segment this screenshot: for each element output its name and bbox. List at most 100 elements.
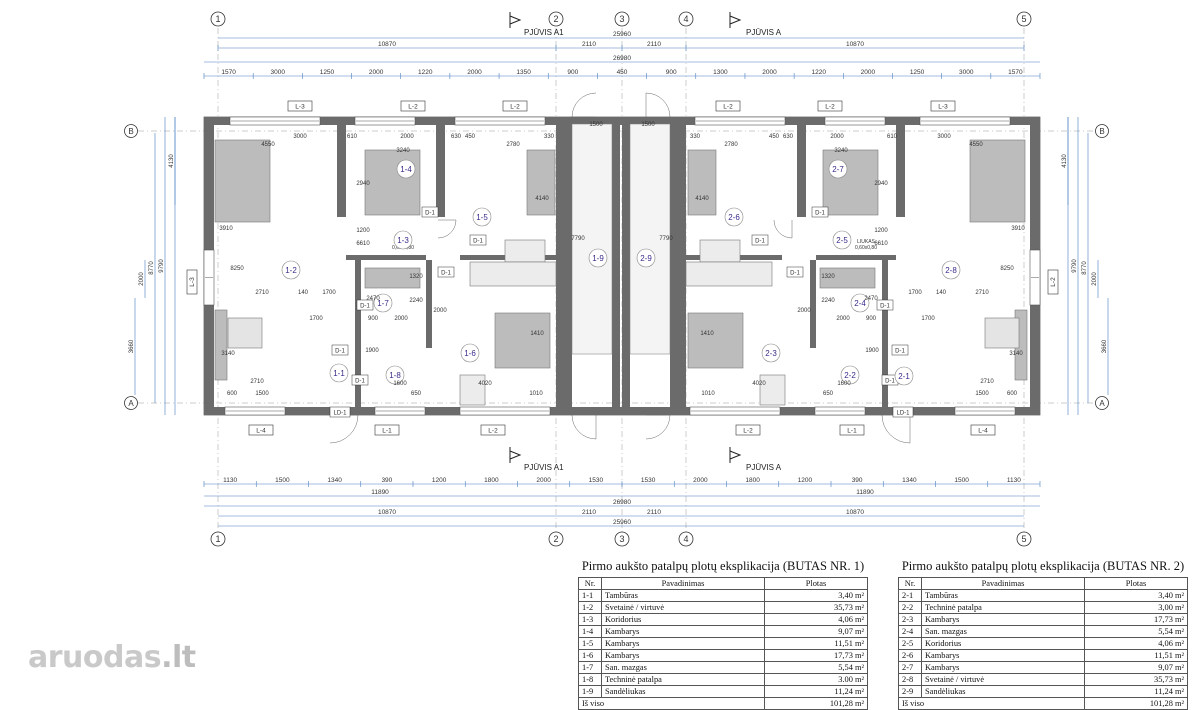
wardrobe <box>759 374 786 406</box>
inner-dim-label: 1700 <box>322 290 336 296</box>
door-tag <box>892 406 914 418</box>
furniture <box>494 312 551 369</box>
door-tag-label: D-1 <box>441 271 451 277</box>
wall <box>337 117 346 217</box>
room-area-cell: 11,51 m² <box>1084 649 1188 662</box>
door-tag-label: D-1 <box>880 304 890 310</box>
inner-dim-label: 1010 <box>529 391 543 397</box>
dim-label: 8770 <box>1082 261 1088 275</box>
furniture <box>214 309 228 381</box>
room-area-cell: 17,73 m² <box>764 649 868 662</box>
axis-bubble <box>678 531 694 547</box>
room-area-cell: 11,24 m² <box>1084 685 1188 698</box>
inner-dim-label: 1700 <box>908 290 922 296</box>
inner-dim-label: 1900 <box>365 348 379 354</box>
door-tag <box>811 206 829 218</box>
room-bubble <box>761 343 781 363</box>
dim-label: 2110 <box>582 509 596 516</box>
room-no-cell: 1-3 <box>578 613 602 626</box>
dim-label: 10870 <box>846 509 864 516</box>
door-tag-label: D-1 <box>355 379 365 385</box>
room-area-cell: 5,54 m² <box>1084 625 1188 638</box>
room-number: 2-6 <box>728 213 740 222</box>
col-header-name: Pavadinimas <box>601 577 765 590</box>
inner-dim-label: 2710 <box>980 379 994 385</box>
dim-label: 4130 <box>169 154 175 168</box>
window-tag <box>480 424 506 436</box>
dim-label: 11890 <box>371 489 389 496</box>
room-no-cell: 1-4 <box>578 625 602 638</box>
inner-dim-label: 7790 <box>659 236 673 242</box>
area-table-flat-1: Pirmo aukšto patalpų plotų eksplikacija … <box>578 555 868 710</box>
inner-dim-label: 630 <box>451 134 462 140</box>
dim-label: 3660 <box>129 339 135 353</box>
axis-bubble <box>124 396 138 410</box>
window-tag <box>400 100 426 112</box>
dim-label: 1340 <box>327 477 342 484</box>
dim-label: 1220 <box>418 69 433 76</box>
door-swing <box>571 414 597 440</box>
room-name-cell: Kambarys <box>601 637 765 650</box>
dim-label: 1130 <box>1007 477 1021 484</box>
room-no-cell: 2-5 <box>898 637 922 650</box>
axis-label: 4 <box>683 534 688 544</box>
room-no-cell: 1-2 <box>578 601 602 614</box>
room-area-cell: 3,00 m² <box>1084 601 1188 614</box>
inner-dim-label: 4020 <box>752 381 766 387</box>
inner-dim-label: 2000 <box>400 134 414 140</box>
window-tag-label: L-2 <box>743 428 753 435</box>
inner-dim-label: 1600 <box>837 381 851 387</box>
room-name-cell: Svetainė / virtuvė <box>921 673 1085 686</box>
inner-dim-label: 1410 <box>700 331 714 337</box>
room-no-cell: 1-1 <box>578 589 602 602</box>
section-arrow <box>729 15 742 25</box>
inner-dim-label: 3000 <box>937 134 951 140</box>
room-number: 1-4 <box>400 165 412 174</box>
axis-bubble <box>548 531 564 547</box>
dim-label: 2000 <box>369 69 384 76</box>
furniture <box>526 149 556 216</box>
inner-dim-label: 1010 <box>701 391 715 397</box>
area-table-flat-2: Pirmo aukšto patalpų plotų eksplikacija … <box>898 555 1188 710</box>
room-no-cell: 2-7 <box>898 661 922 674</box>
room-name-cell: Kambarys <box>921 661 1085 674</box>
wardrobe <box>504 239 546 263</box>
inner-dim-label: 8250 <box>230 266 244 272</box>
dim-label: 25960 <box>613 519 631 526</box>
wall <box>896 117 905 217</box>
window-tag <box>287 100 313 112</box>
door-tag-label: D-1 <box>790 271 800 277</box>
furniture <box>822 149 879 216</box>
dim-label: 900 <box>666 69 677 76</box>
inner-dim-label: 3240 <box>396 148 410 154</box>
window-tag-label: L-2 <box>408 104 418 111</box>
dim-label: 25960 <box>613 31 631 38</box>
room-area-cell: 3,40 m² <box>764 589 868 602</box>
room-number: 1-8 <box>389 371 401 380</box>
window-tag-label: L-2 <box>1050 277 1057 287</box>
inner-dim-label: 450 <box>465 134 476 140</box>
room-bubble <box>724 207 744 227</box>
door-tag-label: D-1 <box>885 379 895 385</box>
room-name-cell: Svetainė / virtuvė <box>601 601 765 614</box>
room-number: 1-6 <box>464 349 476 358</box>
inner-dim-label: 2710 <box>250 379 264 385</box>
door-tag <box>351 374 369 386</box>
dim-label: 390 <box>852 477 863 484</box>
watermark-text: aruodas <box>28 640 162 675</box>
axis-label: B <box>1099 127 1104 136</box>
room-number: 2-1 <box>898 372 910 381</box>
section-label: PJŪVIS A <box>746 463 782 472</box>
dim-label: 390 <box>381 477 392 484</box>
axis-label: 5 <box>1021 14 1026 24</box>
room-bubble <box>850 293 870 313</box>
inner-dim-label: 2000 <box>836 316 850 322</box>
door-tag <box>356 299 374 311</box>
